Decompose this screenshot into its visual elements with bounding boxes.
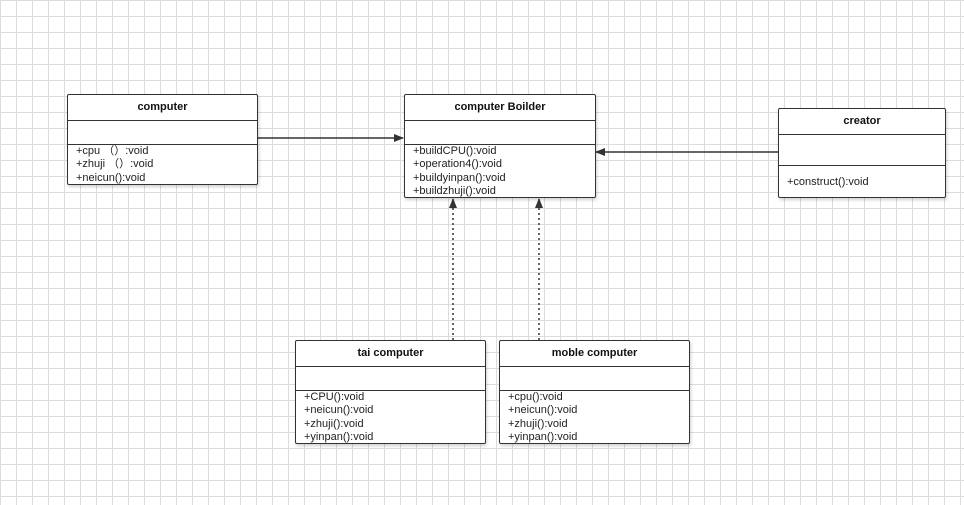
class-computer-boilder[interactable]: computer Boilder +buildCPU():void +opera… [404,94,596,198]
method-item: +buildzhuji():void [413,185,496,198]
method-item: +zhuji （）:void [76,158,154,171]
class-creator[interactable]: creator +construct():void [778,108,946,198]
method-item: +neicun():void [304,404,374,417]
method-item: +buildyinpan():void [413,171,506,184]
class-name: computer Boilder [405,95,595,121]
method-item: +neicun():void [508,404,578,417]
class-tai-computer[interactable]: tai computer +CPU():void +neicun():void … [295,340,486,444]
methods-section: +buildCPU():void +operation4():void +bui… [405,145,595,199]
methods-section: +construct():void [779,166,945,189]
methods-section: +CPU():void +neicun():void +zhuji():void… [296,391,485,445]
method-item: +yinpan():void [508,431,578,444]
method-item: +CPU():void [304,391,365,403]
class-moble-computer[interactable]: moble computer +cpu():void +neicun():voi… [499,340,690,444]
method-item: +zhuji():void [508,417,568,430]
attributes-section [405,121,595,145]
attributes-section [296,367,485,391]
method-item: +cpu （）:void [76,145,149,157]
method-item: +neicun():void [76,171,146,184]
method-item: +yinpan():void [304,431,374,444]
method-item: +construct():void [787,176,869,188]
class-name: tai computer [296,341,485,367]
attributes-section [68,121,257,145]
methods-section: +cpu （）:void +zhuji （）:void +neicun():vo… [68,145,257,185]
method-item: +buildCPU():void [413,145,497,157]
attributes-section [779,135,945,166]
class-name: computer [68,95,257,121]
class-name: moble computer [500,341,689,367]
class-computer[interactable]: computer +cpu （）:void +zhuji （）:void +ne… [67,94,258,185]
method-item: +zhuji():void [304,417,364,430]
attributes-section [500,367,689,391]
method-item: +cpu():void [508,391,563,403]
method-item: +operation4():void [413,158,502,171]
methods-section: +cpu():void +neicun():void +zhuji():void… [500,391,689,445]
class-name: creator [779,109,945,135]
